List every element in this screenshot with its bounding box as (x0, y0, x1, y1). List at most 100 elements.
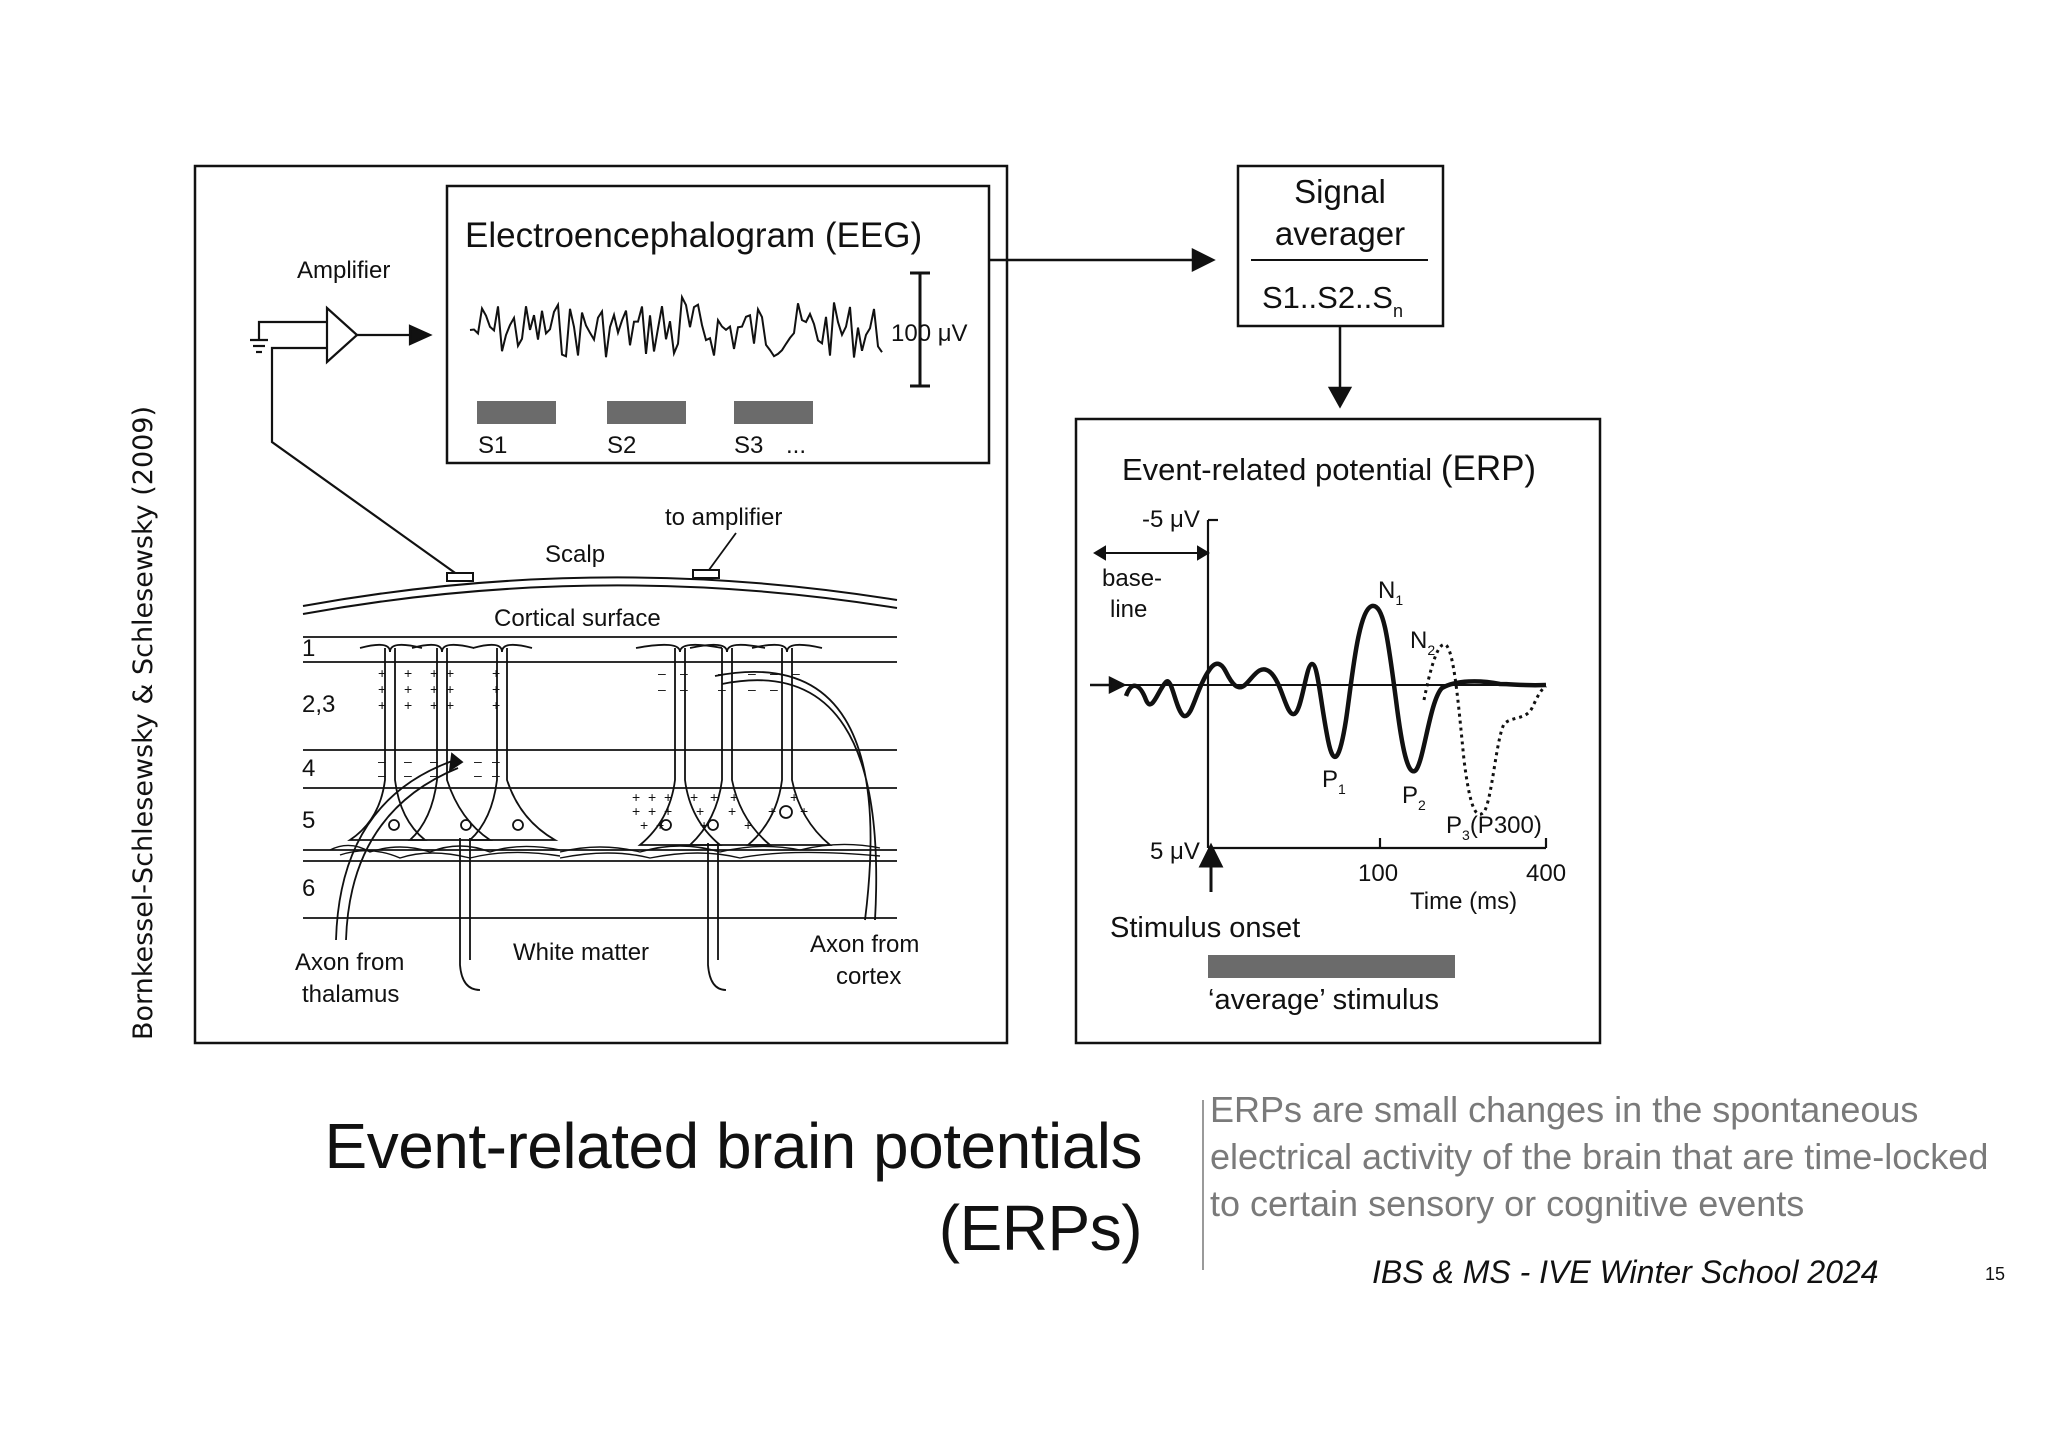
erp-title-main: Event-related potential (1122, 452, 1441, 487)
source-credit: Bornkessel-Schlesewsky & Schlesewsky (20… (128, 405, 159, 1040)
erp-axes (1122, 518, 1548, 850)
svg-text:+: + (656, 817, 664, 833)
svg-text:+: + (648, 789, 656, 805)
svg-text:–: – (474, 753, 482, 769)
pyramidal-neurons-right (559, 643, 881, 991)
stimulus-bar-s2 (607, 401, 686, 424)
erp-y-bottom-label: 5 μV (1150, 838, 1200, 865)
svg-text:–: – (378, 753, 386, 769)
baseline-label-2: line (1110, 596, 1147, 623)
svg-text:+: + (664, 789, 672, 805)
svg-text:+: + (378, 665, 386, 681)
svg-text:+: + (430, 697, 438, 713)
axon-cortex-label-1: Axon from (810, 931, 919, 958)
scale-label: 100 μV (891, 320, 968, 347)
peak-label-p3: P3(P300) (1446, 812, 1542, 843)
stimulus-label-s2: S2 (607, 432, 636, 459)
averager-line1: Signal (1294, 173, 1386, 210)
peak-p2-sub: 2 (1418, 797, 1426, 813)
svg-text:–: – (770, 681, 778, 697)
peak-label-n2: N2 (1410, 627, 1435, 658)
svg-text:+: + (632, 803, 640, 819)
cortical-layer-lines (303, 636, 897, 919)
layer-label-4: 4 (302, 755, 315, 782)
eeg-title: Electroencephalogram (EEG) (465, 216, 922, 255)
vertical-divider (1202, 1100, 1204, 1270)
peak-n1-base: N (1378, 577, 1395, 604)
averager-formula-sub: n (1393, 301, 1403, 321)
svg-text:–: – (404, 753, 412, 769)
svg-text:+: + (728, 803, 736, 819)
erp-waveform-p300 (1422, 643, 1547, 816)
scalp-surface (302, 569, 898, 615)
svg-text:+: + (790, 789, 798, 805)
svg-text:–: – (792, 665, 800, 681)
pyramidal-neurons-left (329, 643, 561, 991)
svg-text:+: + (744, 817, 752, 833)
layer-label-5: 5 (302, 807, 315, 834)
svg-text:–: – (430, 767, 438, 783)
electrode-lead (705, 532, 737, 575)
svg-text:+: + (700, 817, 708, 833)
svg-text:+: + (492, 697, 500, 713)
slide-title: Event-related brain potentials (ERPs) (325, 1105, 1143, 1269)
svg-text:+: + (800, 803, 808, 819)
axon-thalamus-label-2: thalamus (302, 981, 399, 1008)
peak-p3-base: P (1446, 812, 1462, 839)
svg-text:+: + (404, 697, 412, 713)
arrow-eeg-to-averager (989, 247, 1216, 273)
svg-text:–: – (492, 753, 500, 769)
svg-text:+: + (378, 681, 386, 697)
svg-text:+: + (664, 803, 672, 819)
peak-n2-base: N (1410, 627, 1427, 654)
svg-text:+: + (696, 803, 704, 819)
stimulus-label-more: ... (786, 432, 806, 459)
peak-label-p2: P2 (1402, 782, 1426, 813)
svg-text:+: + (446, 681, 454, 697)
svg-text:+: + (404, 681, 412, 697)
svg-text:+: + (632, 789, 640, 805)
svg-text:–: – (474, 767, 482, 783)
peak-n2-sub: 2 (1427, 642, 1435, 658)
averager-line2: averager (1275, 215, 1405, 252)
baseline-span-arrow (1093, 545, 1210, 561)
erp-y-top-label: -5 μV (1142, 506, 1200, 533)
averager-formula-main: S1..S2..S (1262, 280, 1393, 315)
average-stimulus-label: ‘average’ stimulus (1208, 984, 1439, 1016)
amplifier-symbol (250, 305, 459, 576)
svg-text:+: + (430, 681, 438, 697)
cortical-surface-label: Cortical surface (494, 605, 661, 632)
peak-p3-sub: 3 (1462, 827, 1470, 843)
svg-text:–: – (404, 767, 412, 783)
layer-label-1: 1 (302, 635, 315, 662)
svg-text:+: + (446, 665, 454, 681)
axon-thalamus-label-1: Axon from (295, 949, 404, 976)
erp-panel (1074, 417, 1602, 1045)
svg-text:–: – (718, 665, 726, 681)
stimulus-label-s3: S3 (734, 432, 763, 459)
svg-text:–: – (748, 665, 756, 681)
footer-event-name: IBS & MS - IVE Winter School 2024 (1372, 1254, 1879, 1290)
peak-p3-extra: (P300) (1470, 812, 1542, 839)
svg-text:+: + (492, 665, 500, 681)
slide-title-line1: Event-related brain potentials (324, 1110, 1143, 1182)
svg-text:–: – (430, 753, 438, 769)
peak-label-p1: P1 (1322, 766, 1346, 797)
svg-text:–: – (378, 767, 386, 783)
svg-text:+: + (640, 817, 648, 833)
svg-text:+: + (730, 789, 738, 805)
erp-input-arrow (1090, 675, 1127, 695)
peak-p1-base: P (1322, 766, 1338, 793)
stimulus-onset-arrow (1198, 842, 1224, 892)
svg-text:+: + (378, 697, 386, 713)
scalp-label: Scalp (545, 541, 605, 568)
svg-text:–: – (718, 681, 726, 697)
svg-text:–: – (680, 681, 688, 697)
peak-p1-sub: 1 (1338, 781, 1346, 797)
svg-text:+: + (648, 803, 656, 819)
peak-p2-base: P (1402, 782, 1418, 809)
layer-label-6: 6 (302, 875, 315, 902)
x-axis-label: Time (ms) (1410, 888, 1517, 915)
white-matter-label: White matter (513, 939, 649, 966)
